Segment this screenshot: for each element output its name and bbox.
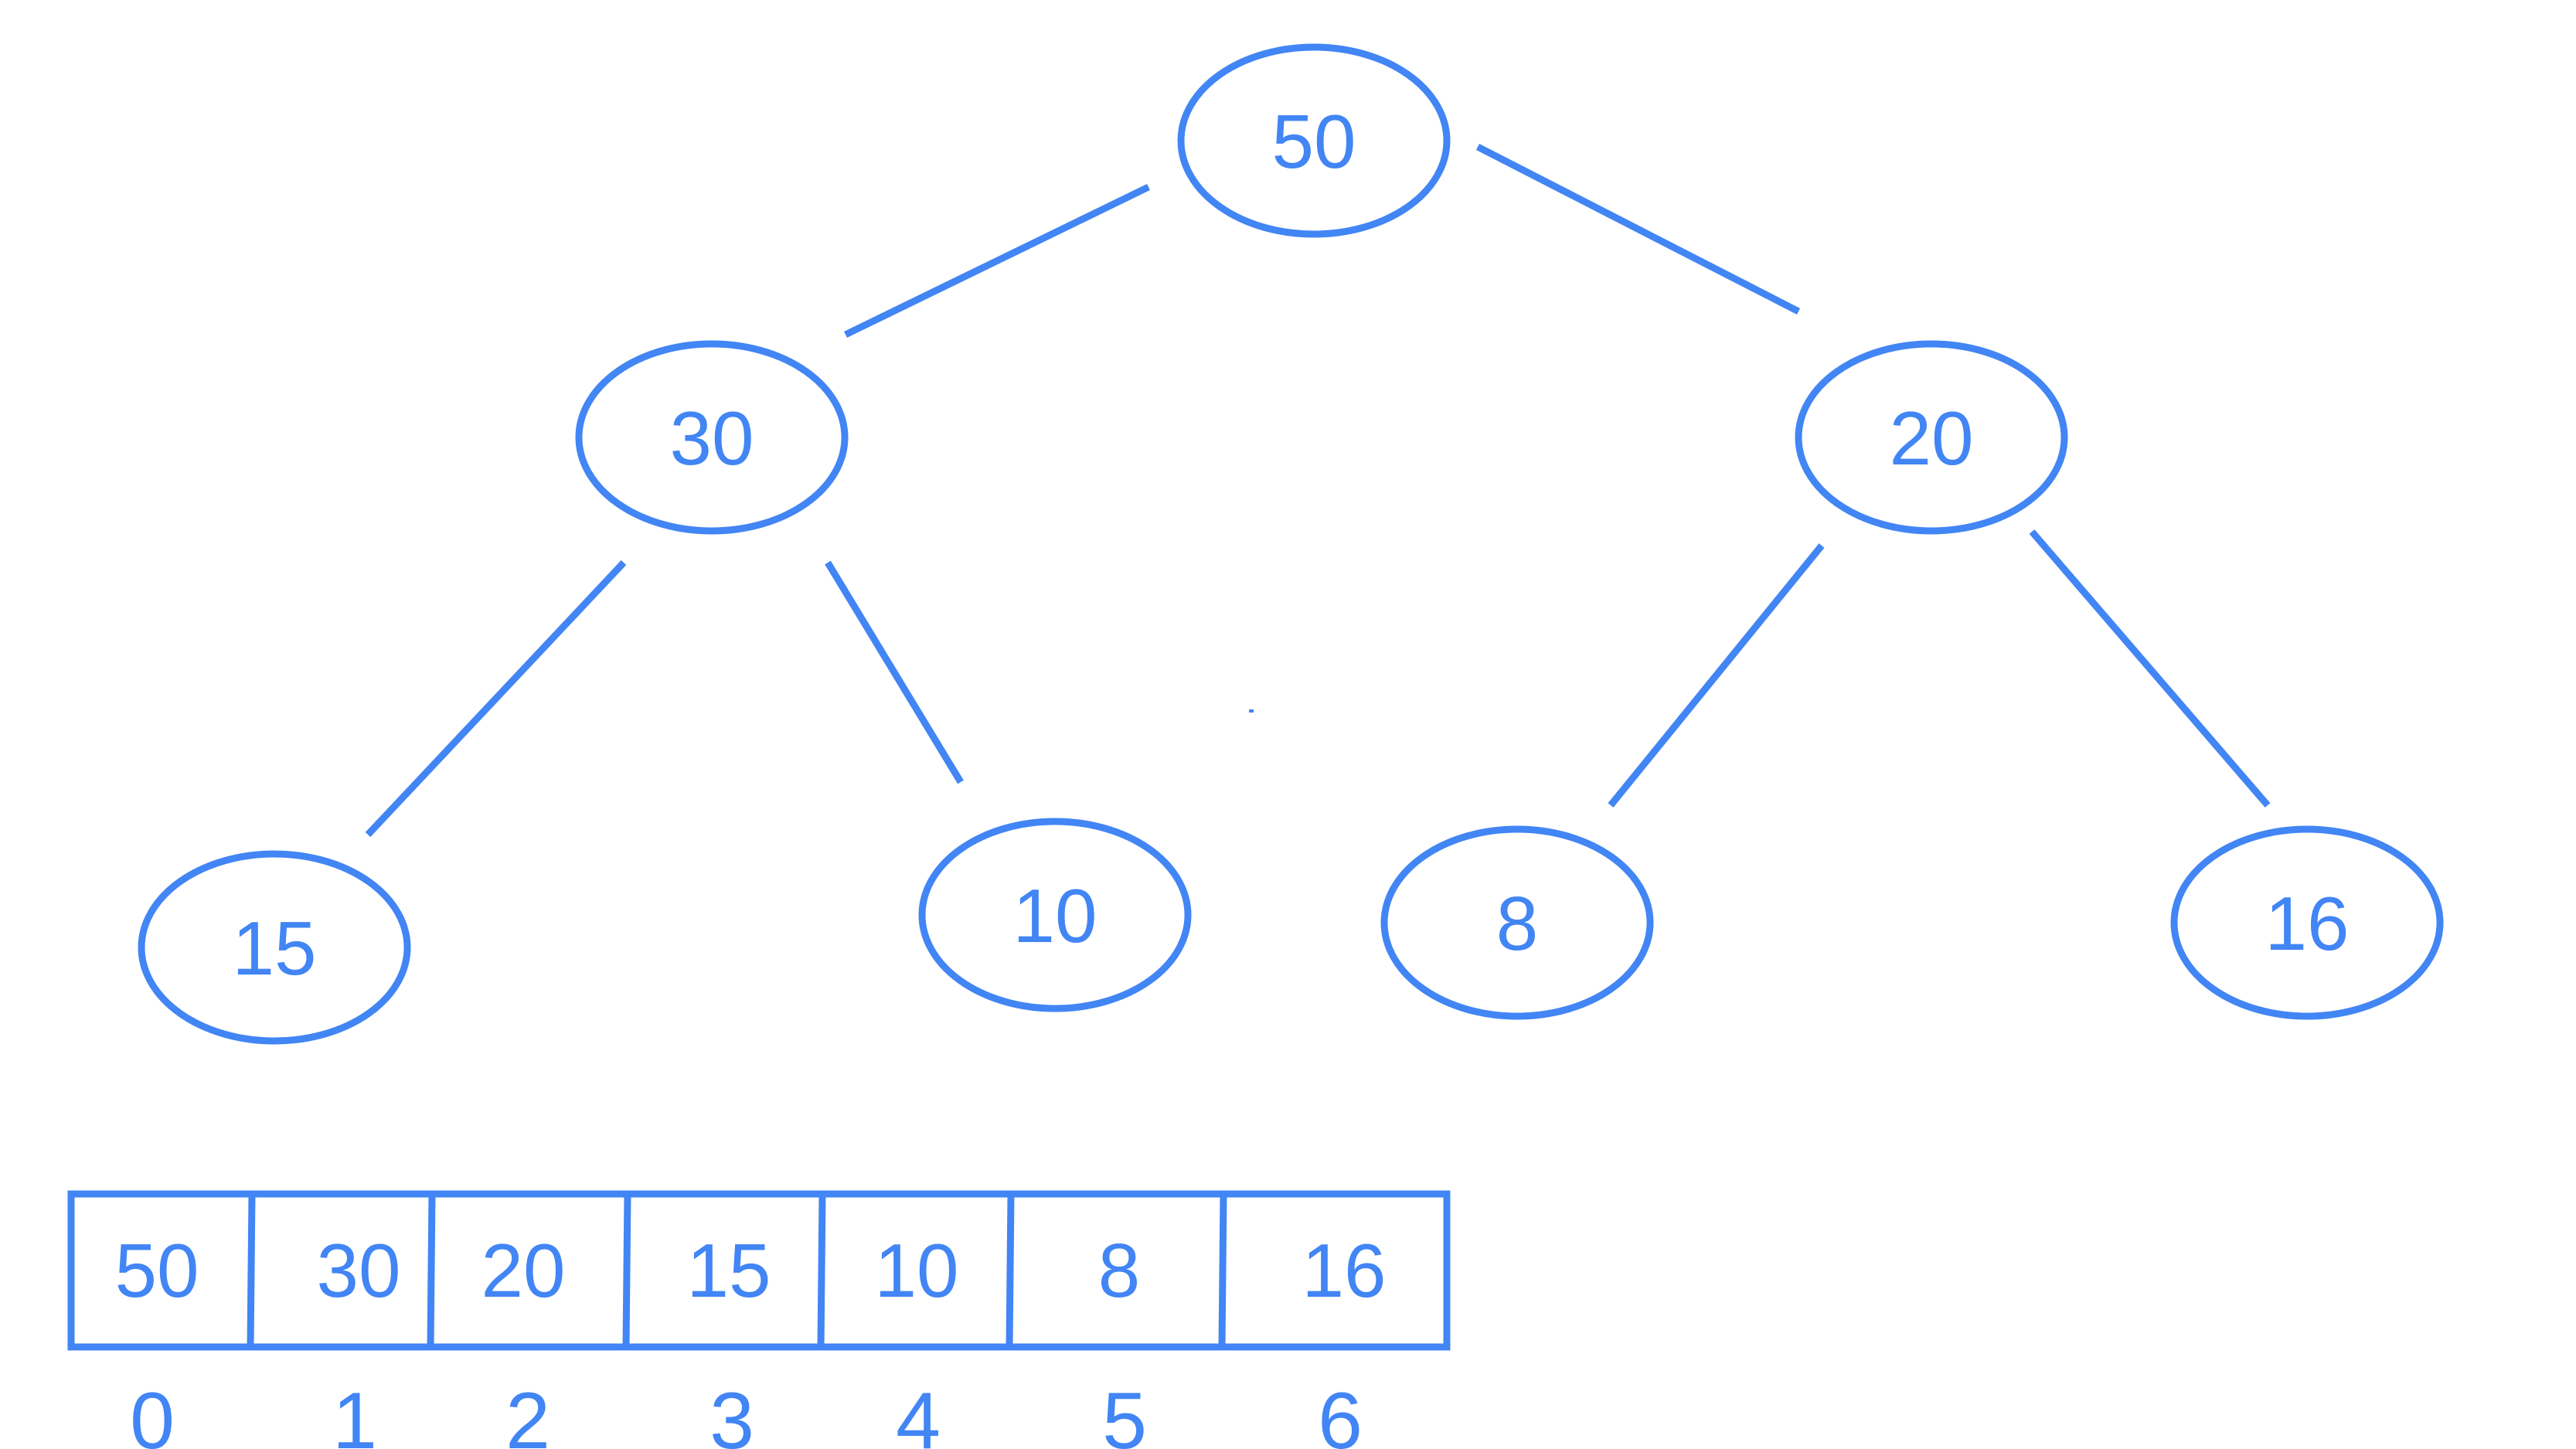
array-index: 3 bbox=[710, 1376, 754, 1449]
edge-20-16 bbox=[2029, 529, 2271, 808]
edge-50-30 bbox=[844, 183, 1150, 338]
edge-50-20 bbox=[1475, 143, 1801, 315]
array-cell: 50 bbox=[114, 1228, 199, 1313]
array-dividers bbox=[247, 1193, 1227, 1348]
array-divider bbox=[817, 1193, 826, 1348]
stray-mark bbox=[1249, 709, 1254, 713]
array-index: 5 bbox=[1102, 1376, 1147, 1449]
node-ellipse bbox=[2170, 825, 2444, 1020]
node-label: 8 bbox=[1496, 881, 1539, 966]
array-cell: 16 bbox=[1302, 1228, 1386, 1313]
tree-node: 20 bbox=[1795, 340, 2068, 535]
tree-node: 16 bbox=[2170, 825, 2444, 1020]
tree-node: 30 bbox=[575, 340, 849, 535]
array-outline bbox=[67, 1190, 1451, 1351]
node-label: 50 bbox=[1271, 99, 1356, 184]
array-divider bbox=[1218, 1193, 1227, 1348]
array-index: 6 bbox=[1318, 1376, 1363, 1449]
array-divider bbox=[622, 1193, 631, 1348]
node-ellipse bbox=[1177, 43, 1451, 238]
heap-array: 50 30 20 15 10 8 16 0 1 2 3 4 5 6 bbox=[67, 1190, 1451, 1449]
array-index: 0 bbox=[130, 1376, 175, 1449]
array-index: 2 bbox=[505, 1376, 550, 1449]
array-indices: 0 1 2 3 4 5 6 bbox=[130, 1376, 1363, 1449]
array-index: 4 bbox=[896, 1376, 941, 1449]
node-label: 16 bbox=[2265, 881, 2349, 966]
array-index: 1 bbox=[332, 1376, 377, 1449]
tree-node: 50 bbox=[1177, 43, 1451, 238]
array-divider bbox=[427, 1193, 436, 1348]
array-divider bbox=[1006, 1193, 1015, 1348]
node-ellipse bbox=[138, 850, 411, 1045]
tree-edges bbox=[365, 143, 2271, 838]
tree-node: 10 bbox=[918, 818, 1192, 1012]
array-cell: 20 bbox=[481, 1228, 565, 1313]
array-divider bbox=[247, 1193, 256, 1348]
array-cell: 30 bbox=[316, 1228, 400, 1313]
edge-30-10 bbox=[825, 560, 964, 784]
node-ellipse bbox=[1380, 825, 1654, 1020]
tree-node: 8 bbox=[1380, 825, 1654, 1020]
edge-20-8 bbox=[1608, 543, 1825, 808]
array-cell: 10 bbox=[874, 1228, 958, 1313]
node-ellipse bbox=[1795, 340, 2068, 535]
node-label: 20 bbox=[1889, 396, 1973, 481]
tree-nodes: 50 30 20 15 10 8 16 bbox=[138, 43, 2444, 1045]
node-label: 10 bbox=[1012, 873, 1097, 958]
node-ellipse bbox=[918, 818, 1192, 1012]
array-cells: 50 30 20 15 10 8 16 bbox=[114, 1228, 1386, 1313]
edge-30-15 bbox=[365, 560, 627, 838]
node-label: 30 bbox=[669, 396, 754, 481]
array-cell: 15 bbox=[686, 1228, 771, 1313]
tree-node: 15 bbox=[138, 850, 411, 1045]
node-label: 15 bbox=[232, 906, 316, 991]
node-ellipse bbox=[575, 340, 849, 535]
array-cell: 8 bbox=[1098, 1228, 1141, 1313]
